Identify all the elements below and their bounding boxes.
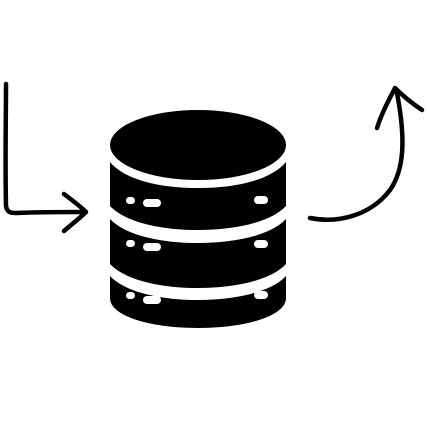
indicator-light (126, 197, 135, 204)
database-section-1-lights (126, 196, 268, 207)
database-section-2 (110, 219, 286, 288)
indicator-light (126, 292, 135, 299)
indicator-light (254, 240, 268, 248)
indicator-light (126, 240, 135, 247)
indicator-light (143, 296, 161, 304)
indicator-light (143, 199, 161, 207)
database-top-cap (110, 110, 286, 180)
arrow-turn-right-icon (3, 81, 89, 234)
database-section-3 (110, 276, 286, 328)
database-section-3-lights (126, 291, 268, 304)
database-icon (110, 110, 286, 328)
indicator-light (143, 243, 161, 251)
indicator-light (254, 291, 268, 299)
database-section-2-lights (126, 240, 268, 251)
database-section-1 (110, 162, 286, 230)
indicator-light (254, 196, 268, 204)
arrow-curve-up-icon (307, 85, 425, 222)
